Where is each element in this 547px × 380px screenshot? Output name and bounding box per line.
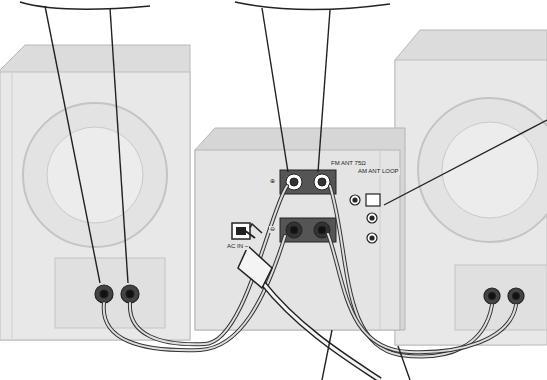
leader-line [45,6,547,380]
power-cord [238,224,380,380]
callout-bubble [20,2,390,10]
ac-socket [232,223,250,239]
panel-label: AC IN ~ [226,243,249,250]
antenna-jacks [350,194,380,243]
panel-label: ⊖ [269,226,276,233]
panel-label: ⊕ [269,178,276,185]
panel-label: AM ANT LOOP [357,168,400,175]
unit-speaker-terminals [280,170,336,242]
left-speaker [0,45,190,340]
panel-label: FM ANT 75Ω [330,160,367,167]
main-unit [195,128,405,330]
speaker-terminals [95,285,524,304]
